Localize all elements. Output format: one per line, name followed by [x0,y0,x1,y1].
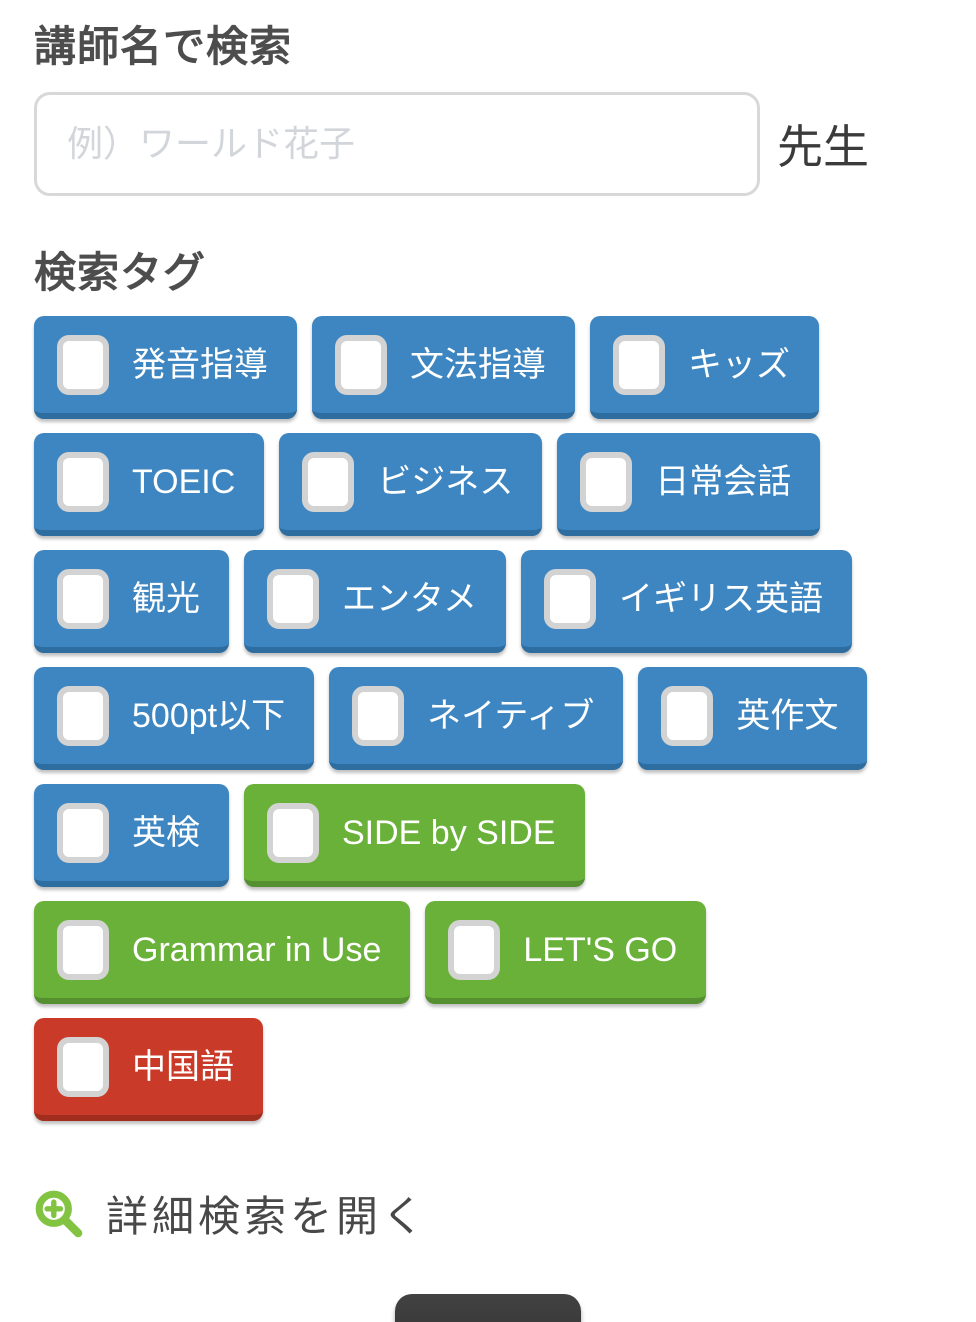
tag-checkbox-button[interactable]: 英検 [34,784,229,888]
tag-checkbox-button[interactable]: Grammar in Use [34,901,411,1005]
tag-checkbox[interactable] [335,334,387,395]
tag-checkbox-button[interactable]: エンタメ [244,550,506,654]
tag-checkbox-button[interactable]: 中国語 [34,1018,263,1122]
tag-checkbox[interactable] [352,685,405,746]
tag-checkbox[interactable] [302,451,355,512]
tag-label: 中国語 [132,1047,234,1086]
tag-label: 英検 [132,813,200,852]
tag-label: 500pt以下 [132,696,286,735]
tag-list: 発音指導 文法指導 キッズ TOEIC ビジネス 日常会話 観光 エンタメ イギ… [34,316,942,1122]
tag-checkbox[interactable] [57,802,109,863]
tag-checkbox[interactable] [543,568,596,629]
tag-checkbox-button[interactable]: LET'S GO [425,901,707,1005]
search-submit-button[interactable]: 検索 [395,1294,581,1322]
zoom-in-icon [35,1190,83,1238]
tag-checkbox[interactable] [57,334,109,395]
tag-checkbox[interactable] [57,685,109,746]
teacher-suffix-label: 先生 [777,121,869,174]
tag-checkbox-button[interactable]: ビジネス [279,433,543,537]
name-search-heading: 講師名で検索 [34,23,293,70]
tag-checkbox[interactable] [57,568,109,629]
tag-label: LET'S GO [523,930,678,969]
tag-label: SIDE by SIDE [342,813,556,852]
tag-checkbox-button[interactable]: 500pt以下 [34,667,315,771]
tag-checkbox[interactable] [57,919,109,980]
tag-label: Grammar in Use [132,930,382,969]
tag-checkbox[interactable] [580,451,633,512]
name-search-row: 先生 [34,92,942,197]
tag-checkbox[interactable] [267,568,319,629]
tag-label: ビジネス [377,462,514,501]
tag-label: 英作文 [736,696,839,735]
tag-label: 観光 [132,579,200,618]
teacher-name-input[interactable] [34,92,760,197]
tag-label: キッズ [688,345,790,384]
tag-label: 日常会話 [655,462,792,501]
tag-label: 文法指導 [410,345,546,384]
tag-checkbox-button[interactable]: 発音指導 [34,316,297,420]
tag-checkbox[interactable] [661,685,714,746]
tag-checkbox[interactable] [448,919,501,980]
tag-search-heading: 検索タグ [34,249,207,297]
tag-checkbox-button[interactable]: TOEIC [34,433,265,537]
tag-checkbox-button[interactable]: SIDE by SIDE [244,784,585,888]
advanced-search-label: 詳細検索を開く [106,1193,429,1241]
tag-checkbox-button[interactable]: キッズ [590,316,819,420]
tag-label: 発音指導 [132,345,268,384]
tag-label: ネイティブ [427,696,595,735]
tag-checkbox-button[interactable]: ネイティブ [329,667,624,771]
submit-area: 検索 [34,1294,942,1322]
tag-label: イギリス英語 [618,579,823,618]
tag-checkbox-button[interactable]: 文法指導 [312,316,575,420]
tag-checkbox-button[interactable]: 観光 [34,550,229,654]
advanced-search-link[interactable]: 詳細検索を開く [34,1183,428,1244]
tag-checkbox-button[interactable]: 英作文 [638,667,868,771]
tag-checkbox[interactable] [57,451,109,512]
tag-checkbox[interactable] [57,1036,109,1097]
tag-label: TOEIC [132,462,236,501]
tag-checkbox-button[interactable]: 日常会話 [557,433,821,537]
tag-checkbox-button[interactable]: イギリス英語 [520,550,852,654]
tag-checkbox[interactable] [613,334,665,395]
tag-label: エンタメ [342,579,477,618]
tag-checkbox[interactable] [267,802,319,863]
